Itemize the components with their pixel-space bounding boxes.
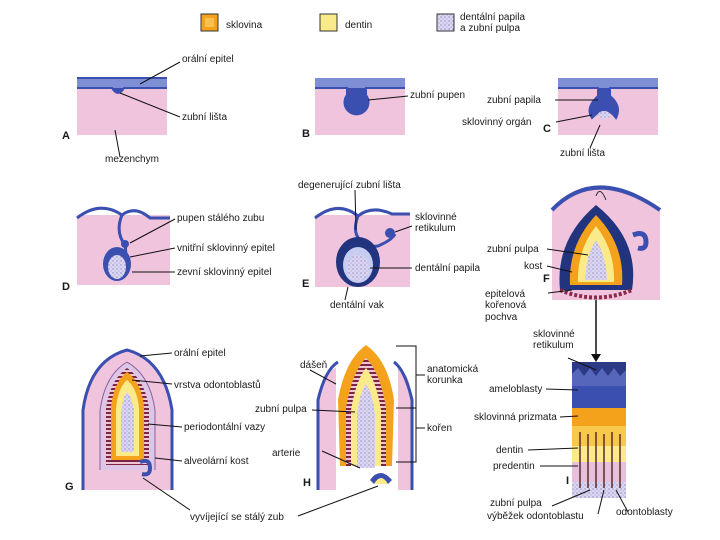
panel-g-label-oral-epithelium: orální epitel bbox=[174, 348, 226, 359]
panel-b-label-tooth-bud: zubní pupen bbox=[410, 90, 465, 101]
panel-f-letter: F bbox=[543, 273, 550, 285]
panel-c-label-enamel-organ: sklovinný orgán bbox=[462, 117, 531, 128]
panel-g-label-odontoblast-layer: vrstva odontoblastů bbox=[174, 379, 261, 391]
panel-e-letter: E bbox=[302, 278, 309, 290]
panel-d: D pupen stálého zubu vnitřní sklovinný e… bbox=[62, 206, 275, 293]
panel-i-label-pulp: zubní pulpa bbox=[490, 498, 542, 509]
panel-i-label-dentin: dentin bbox=[496, 445, 523, 456]
panel-i-label-odontoblast-process: výběžek odontoblastu bbox=[487, 511, 584, 522]
panel-g-label-periodontal-ligaments: periodontální vazy bbox=[184, 422, 265, 433]
panel-c-label-dental-lamina: zubní lišta bbox=[560, 148, 605, 159]
legend-papilla-label-1: dentální papila bbox=[460, 12, 525, 23]
panel-a-label-oral-epithelium: orální epitel bbox=[182, 54, 234, 65]
legend-enamel-label: sklovina bbox=[226, 20, 263, 31]
panel-i-label-stellate-2: retikulum bbox=[533, 340, 574, 351]
panel-f-label-sheath-1: epitelová bbox=[485, 289, 525, 300]
panel-a-label-mesenchyme: mezenchym bbox=[105, 154, 159, 165]
panel-a: A orální epitel zubní lišta mezenchym bbox=[62, 54, 234, 165]
panel-i-label-odontoblasts: odontoblasty bbox=[616, 507, 673, 518]
legend: sklovina dentin dentální papila a zubní … bbox=[200, 12, 525, 34]
panel-i: I sklovinné retikulum ameloblasty sklovi… bbox=[474, 300, 673, 522]
panel-i-letter: I bbox=[566, 475, 569, 487]
panel-c: C zubní papila sklovinný orgán zubní liš… bbox=[462, 78, 658, 159]
panel-c-letter: C bbox=[543, 123, 551, 135]
panel-h-label-pulp: zubní pulpa bbox=[255, 404, 307, 415]
panel-e: E degenerující zubní lišta sklovinné ret… bbox=[298, 180, 480, 311]
panel-h-label-crown-2: korunka bbox=[427, 375, 463, 386]
panel-i-label-enamel-prisms: sklovinná prizmata bbox=[474, 412, 557, 423]
shared-label-developing-permanent-tooth: vyvíjející se stálý zub bbox=[190, 512, 284, 523]
panel-g-label-alveolar-bone: alveolární kost bbox=[184, 456, 249, 467]
legend-papilla-swatch bbox=[436, 13, 455, 32]
panel-d-label-permanent-bud: pupen stálého zubu bbox=[177, 213, 264, 224]
panel-f-label-pulp: zubní pulpa bbox=[487, 244, 539, 255]
panel-d-letter: D bbox=[62, 281, 70, 293]
panel-e-label-dental-sac: dentální vak bbox=[330, 300, 385, 311]
panel-g: G orální epitel vrstva odontoblastů peri… bbox=[65, 348, 265, 511]
panel-b-letter: B bbox=[302, 128, 310, 140]
panel-f-label-bone: kost bbox=[524, 261, 543, 272]
panel-e-label-stellate-1: sklovinné bbox=[415, 212, 457, 223]
panel-d-label-inner-epithelium: vnitřní sklovinný epitel bbox=[177, 243, 275, 254]
legend-papilla-label-2: a zubní pulpa bbox=[460, 23, 520, 34]
panel-e-label-degenerating-lamina: degenerující zubní lišta bbox=[298, 180, 401, 191]
panel-h-label-gingiva: dášeň bbox=[300, 360, 327, 371]
panel-h-letter: H bbox=[303, 477, 311, 489]
legend-dentin-label: dentin bbox=[345, 20, 372, 31]
panel-h-label-crown-1: anatomická bbox=[427, 364, 479, 375]
panel-d-label-outer-epithelium: zevní sklovinný epitel bbox=[177, 267, 272, 278]
panel-c-label-dental-papilla: zubní papila bbox=[487, 95, 541, 106]
panel-i-label-ameloblasts: ameloblasty bbox=[489, 384, 542, 395]
panel-h-label-artery: arterie bbox=[272, 448, 301, 459]
panel-b: B zubní pupen bbox=[302, 78, 465, 140]
panel-a-letter: A bbox=[62, 130, 70, 142]
panel-h-label-root: kořen bbox=[427, 423, 452, 434]
panel-g-letter: G bbox=[65, 481, 74, 493]
panel-e-label-dental-papilla: dentální papila bbox=[415, 263, 480, 274]
panel-h: H dášeň zubní pulpa arterie anatomická k… bbox=[255, 345, 479, 490]
legend-dentin-swatch bbox=[319, 13, 338, 32]
panel-i-label-stellate-1: sklovinné bbox=[533, 329, 575, 340]
panel-a-label-dental-lamina: zubní lišta bbox=[182, 112, 227, 123]
panel-f-label-sheath-2: kořenová bbox=[485, 300, 527, 311]
panel-f: F zubní pulpa kost epitelová kořenová po… bbox=[485, 185, 662, 323]
panel-i-label-predentin: predentin bbox=[493, 461, 535, 472]
panel-f-label-sheath-3: pochva bbox=[485, 312, 518, 323]
panel-e-label-stellate-2: retikulum bbox=[415, 223, 456, 234]
